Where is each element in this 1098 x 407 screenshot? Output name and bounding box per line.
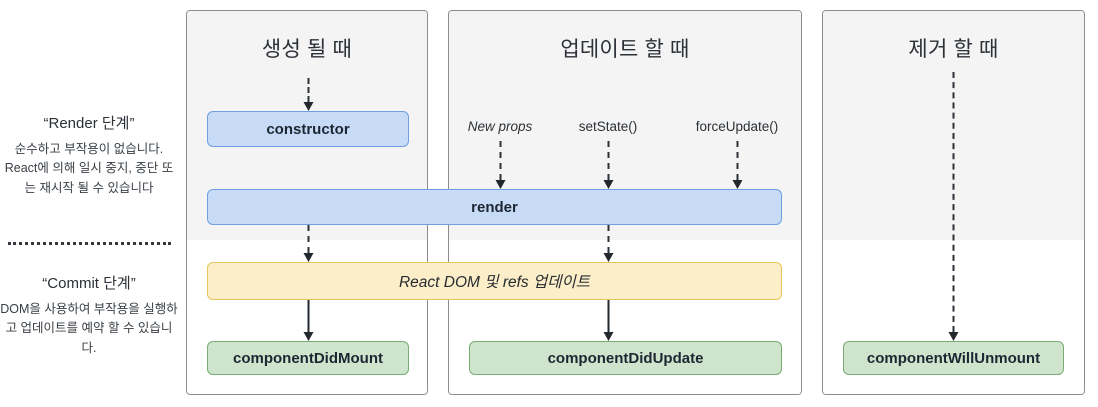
legend-commit-phase-title: “Commit 단계” (42, 275, 136, 292)
arrow-to-constructor (303, 78, 313, 111)
arrow-to-component-will-unmount (948, 72, 958, 341)
node-component-did-update[interactable]: componentDidUpdate (469, 341, 782, 375)
arrow-commit-to-component-did-mount (303, 300, 313, 341)
arrow-constructor-to-render (303, 225, 313, 262)
node-react-dom-refs-update[interactable]: React DOM 및 refs 업데이트 (207, 262, 782, 300)
trigger-force-update: forceUpdate() (695, 119, 779, 134)
trigger-new-props: New props (467, 119, 533, 134)
arrow-commit-to-component-did-update (603, 300, 613, 341)
arrow-force-update-to-render (732, 141, 742, 189)
legend-render-phase-description: 순수하고 부작용이 없습니다. React에 의해 일시 중지, 중단 또는 재… (4, 142, 174, 195)
arrow-new-props-to-render (495, 141, 505, 189)
column-title-mounting: 생성 될 때 (261, 38, 353, 61)
trigger-set-state: setState() (578, 119, 638, 134)
column-title-updating: 업데이트 할 때 (560, 38, 690, 61)
legend-render-phase: “Render 단계” 순수하고 부작용이 없습니다. React에 의해 일시… (0, 112, 178, 198)
legend-render-phase-title: “Render 단계” (43, 115, 135, 132)
node-render[interactable]: render (207, 189, 782, 225)
node-constructor[interactable]: constructor (207, 111, 409, 147)
legend-commit-phase: “Commit 단계” DOM을 사용하여 부작용을 실행하고 업데이트를 예약… (0, 272, 178, 358)
phase-divider (8, 242, 171, 245)
arrow-set-state-to-render (603, 141, 613, 189)
legend-commit-phase-description: DOM을 사용하여 부작용을 실행하고 업데이트를 예약 할 수 있습니다. (0, 302, 178, 355)
node-component-will-unmount[interactable]: componentWillUnmount (843, 341, 1064, 375)
arrow-render-to-commit-updating (603, 225, 613, 262)
column-title-unmounting: 제거 할 때 (908, 38, 999, 61)
node-component-did-mount[interactable]: componentDidMount (207, 341, 409, 375)
